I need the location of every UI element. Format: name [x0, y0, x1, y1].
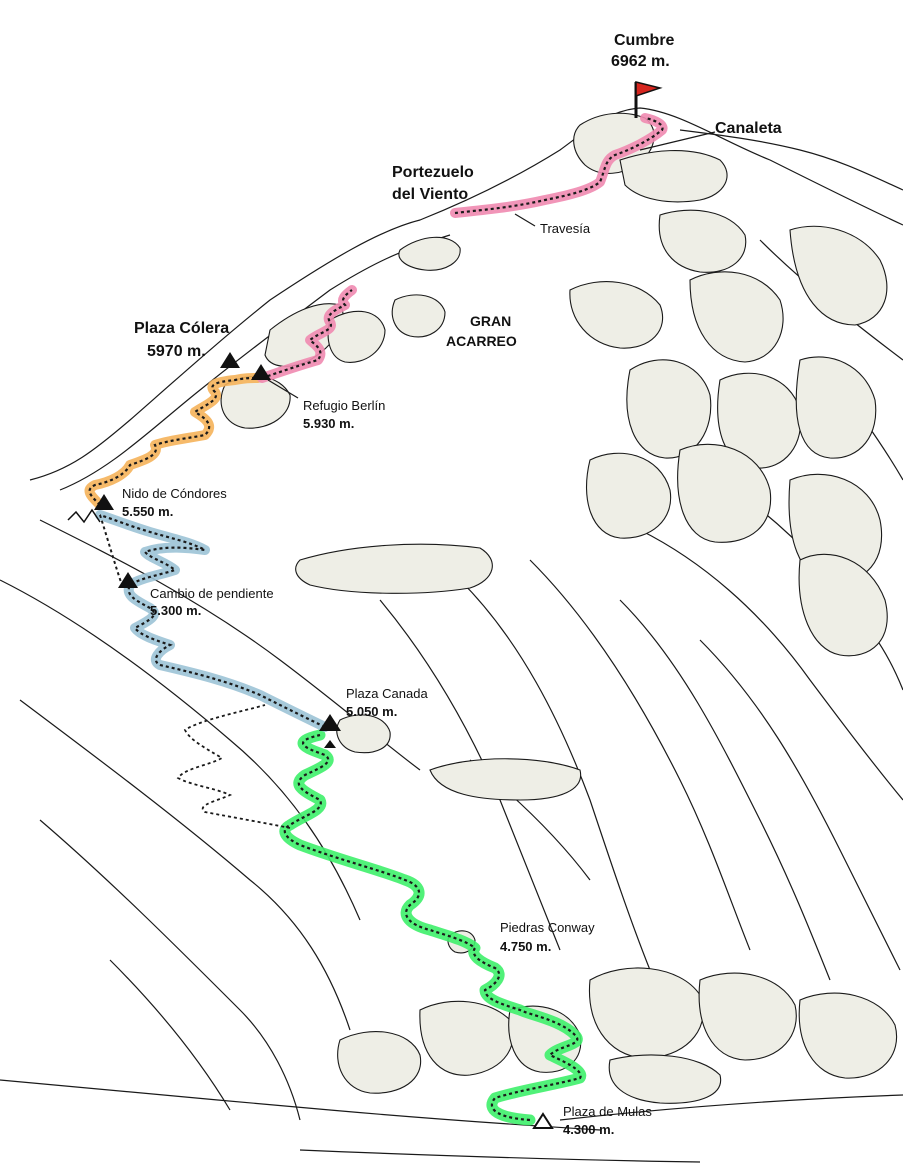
- base-camp-triangle-icon: [532, 1112, 554, 1129]
- refugio-berlin-label: Refugio Berlín: [303, 398, 385, 413]
- rock: [429, 758, 582, 801]
- labels: Cumbre 6962 m. Canaleta Portezuelo del V…: [122, 32, 782, 1137]
- rock: [677, 443, 772, 543]
- rock: [798, 992, 897, 1079]
- rock: [398, 236, 461, 271]
- camp-triangle-icon: [251, 364, 271, 380]
- rock: [608, 1054, 722, 1104]
- camp-triangle-icon: [220, 352, 240, 368]
- route-blue-dots: [99, 513, 326, 728]
- plaza-colera-label: Plaza Cólera: [134, 320, 229, 337]
- travesia-label: Travesía: [540, 221, 591, 236]
- slope-line: [19, 699, 351, 1031]
- rock: [789, 225, 888, 326]
- summit-name-label: Cumbre: [614, 32, 675, 49]
- rock: [626, 359, 712, 459]
- rock-cluster-icon: [67, 508, 101, 524]
- leader-lines: [267, 131, 716, 399]
- rock: [717, 372, 802, 469]
- slope-line: [0, 1079, 601, 1131]
- rock: [337, 1031, 422, 1094]
- route-blue-spur: [99, 514, 123, 586]
- route-blue-glow: [95, 510, 330, 732]
- route-orange-glow: [84, 373, 263, 510]
- route-pink-dots-lower: [261, 289, 353, 380]
- summit-altitude-label: 6962 m.: [611, 53, 670, 70]
- rock: [419, 1000, 514, 1076]
- camp-triangle-icon: [319, 714, 341, 731]
- slope-line: [109, 959, 231, 1111]
- slope-line: [619, 599, 831, 981]
- rock: [569, 281, 664, 349]
- slope-line: [529, 559, 751, 951]
- portezuelo-label-line1: Portezuelo: [392, 164, 474, 181]
- rock: [689, 271, 784, 363]
- slope-line: [299, 1149, 701, 1163]
- hut-icon: [324, 740, 336, 748]
- gran-acarreo-label-line2: ACARREO: [446, 333, 517, 349]
- canaleta-label: Canaleta: [715, 120, 782, 137]
- rock: [295, 543, 493, 594]
- rock: [586, 452, 672, 539]
- rock: [336, 714, 391, 754]
- plaza-colera-altitude-label: 5970 m.: [147, 343, 206, 360]
- slope-line: [699, 639, 901, 971]
- plaza-canada-altitude-label: 5.050 m.: [346, 704, 397, 719]
- leader-berlin: [267, 379, 299, 399]
- rock: [619, 149, 728, 203]
- gran-acarreo-label-line1: GRAN: [470, 313, 511, 329]
- route: [84, 113, 668, 1126]
- leader-canaleta: [639, 131, 716, 151]
- rock: [658, 209, 747, 273]
- rock-outcrops: [220, 112, 897, 1104]
- summit-flag-icon: [634, 81, 663, 118]
- plaza-canada-label: Plaza Canada: [346, 686, 428, 701]
- slope-line: [39, 819, 301, 1121]
- piedras-conway-altitude-label: 4.750 m.: [500, 939, 551, 954]
- rock: [588, 967, 704, 1059]
- ridge-secondary: [59, 234, 451, 491]
- route-pink-dots-upper: [454, 116, 664, 215]
- rock: [327, 310, 386, 363]
- rock: [795, 356, 877, 459]
- camp-triangle-icon: [118, 572, 138, 588]
- portezuelo-label-line2: del Viento: [392, 186, 468, 203]
- plaza-mulas-label: Plaza de Mulas: [563, 1104, 652, 1119]
- slope-line: [459, 579, 651, 971]
- slope-line: [639, 529, 903, 801]
- rock: [391, 294, 446, 338]
- slope-line: [559, 1094, 903, 1121]
- nido-condores-altitude-label: 5.550 m.: [122, 504, 173, 519]
- nido-condores-label: Nido de Cóndores: [122, 486, 227, 501]
- piedras-conway-label: Piedras Conway: [500, 920, 595, 935]
- route-alternate: [176, 704, 291, 829]
- main-ridge: [29, 107, 903, 481]
- leader-travesia: [514, 213, 536, 227]
- cambio-pendiente-altitude-label: 5.300 m.: [150, 603, 201, 618]
- plaza-mulas-altitude-label: 4.300 m.: [563, 1122, 614, 1137]
- markers: [67, 81, 663, 1129]
- rock: [798, 553, 888, 657]
- ridge-right: [679, 129, 903, 191]
- rock: [698, 972, 797, 1061]
- refugio-berlin-altitude-label: 5.930 m.: [303, 416, 354, 431]
- cambio-pendiente-label: Cambio de pendiente: [150, 586, 274, 601]
- camp-triangle-icon: [94, 494, 114, 510]
- route-green-dots: [283, 733, 582, 1122]
